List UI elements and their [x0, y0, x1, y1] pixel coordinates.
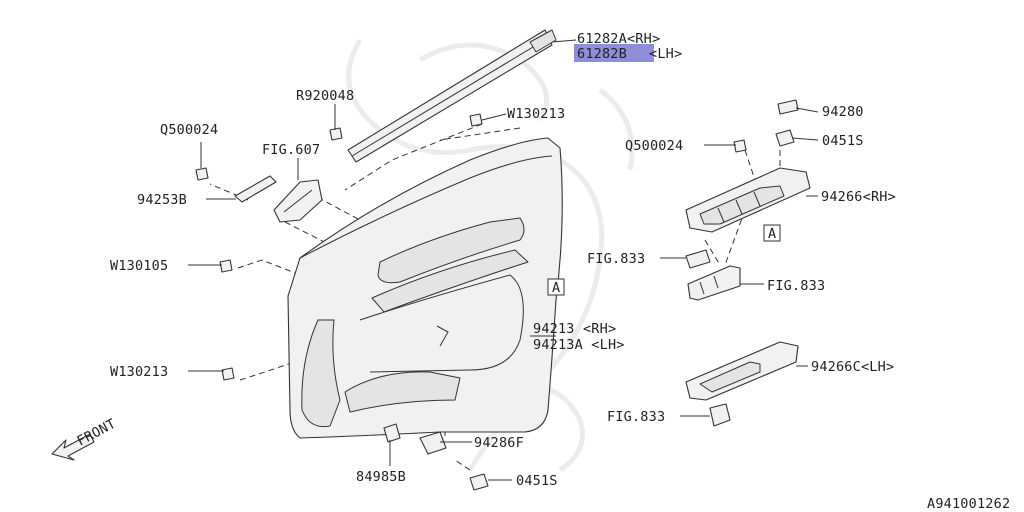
leader-lines [188, 39, 819, 481]
label-w130213-top[interactable]: W130213 [507, 106, 565, 122]
label-94253b[interactable]: 94253B [137, 192, 187, 208]
label-94286f[interactable]: 94286F [474, 435, 524, 451]
label-w130105[interactable]: W130105 [110, 258, 168, 274]
weatherstrip-61282 [347, 29, 557, 163]
front-arrow [51, 433, 95, 461]
window-switches [685, 249, 741, 427]
label-q500024-right[interactable]: Q500024 [625, 138, 683, 154]
small-parts-left [195, 113, 483, 381]
label-ref-a-right: A [768, 226, 776, 242]
ref-box-right [763, 224, 781, 242]
label-q500024-left[interactable]: Q500024 [160, 122, 218, 138]
label-fig833-a[interactable]: FIG.833 [587, 251, 645, 267]
label-w130213-bottom[interactable]: W130213 [110, 364, 168, 380]
labels: 61282A<RH> 61282B <LH> R920048 W130213 Q… [74, 31, 1010, 512]
label-61282a[interactable]: 61282A<RH> [577, 31, 660, 47]
label-r920048[interactable]: R920048 [296, 88, 354, 104]
label-fig833-b[interactable]: FIG.833 [767, 278, 825, 294]
label-fig833-c[interactable]: FIG.833 [607, 409, 665, 425]
label-94266-rh[interactable]: 94266<RH> [821, 189, 896, 205]
label-94280[interactable]: 94280 [822, 104, 864, 120]
label-ref-a-left: A [552, 280, 560, 296]
label-0451s-top[interactable]: 0451S [822, 133, 864, 149]
switch-panel-rh [685, 99, 811, 233]
label-84985b[interactable]: 84985B [356, 469, 406, 485]
door-trim-panel [287, 137, 563, 439]
label-0451s-bottom[interactable]: 0451S [516, 473, 558, 489]
diagram-id: A941001262 [927, 496, 1010, 512]
highlight-61282b [574, 44, 654, 62]
switch-panel-lh [685, 341, 799, 401]
ref-box-left [547, 278, 565, 296]
label-front: FRONT [74, 416, 118, 450]
label-61282b[interactable]: 61282B [577, 46, 627, 62]
label-94213a[interactable]: 94213A <LH> [533, 337, 625, 353]
label-94213[interactable]: 94213 <RH> [533, 321, 616, 337]
label-61282b-side[interactable]: <LH> [649, 46, 682, 62]
small-parts-bottom [383, 423, 489, 491]
label-fig607[interactable]: FIG.607 [262, 142, 320, 158]
label-94266c-lh[interactable]: 94266C<LH> [811, 359, 894, 375]
